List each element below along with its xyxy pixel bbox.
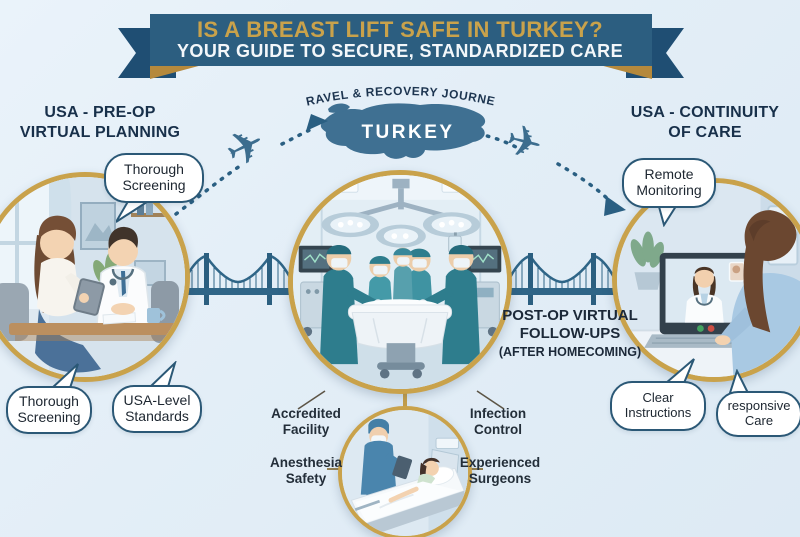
label-anesthesia-safety: Anesthesia Safety <box>269 455 343 487</box>
recovery-circle <box>338 406 472 537</box>
banner-title: IS A BREAST LIFT SAFE IN TURKEY? <box>197 17 603 42</box>
ribbon-fold-left <box>150 64 206 79</box>
ribbon-band <box>150 14 652 66</box>
label-accredited-facility: Accredited Facility <box>271 406 341 438</box>
bubble-clear-instructions: Clear Instructions <box>610 381 706 431</box>
bridge-right-icon <box>500 253 624 305</box>
turkey-map-shape <box>320 103 486 159</box>
postop-line3: (AFTER HOMECOMING) <box>498 344 642 359</box>
right-heading-line1: USA - CONTINUITY <box>630 104 780 121</box>
banner-ribbon <box>118 14 684 79</box>
postop-followups-note: POST-OP VIRTUAL FOLLOW-UPS (AFTER HOMECO… <box>492 307 648 360</box>
surgery-circle <box>288 170 512 394</box>
bubble-remote-monitoring: Remote Monitoring <box>622 158 716 208</box>
turkey-label: TURKEY <box>361 122 454 143</box>
right-heading-line2: OF CARE <box>668 123 742 141</box>
bridge-left-icon <box>176 253 300 305</box>
airplane-return-icon: ✈ <box>500 115 548 171</box>
flight-arrow-return-icon <box>604 196 626 216</box>
airplane-outbound-icon: ✈ <box>216 115 274 179</box>
right-section-heading: USA - CONTINUITY OF CARE <box>610 103 800 142</box>
label-experienced-surgeons: Experienced Surgeons <box>459 455 541 487</box>
bubble-usa-level-standards: USA-Level Standards <box>112 385 202 433</box>
label-infection-control: Infection Control <box>469 406 527 438</box>
pre-op-consult-circle <box>0 172 190 382</box>
recovery-illustration <box>342 410 468 536</box>
postop-line1: POST-OP VIRTUAL <box>502 307 638 324</box>
surgery-illustration <box>293 175 507 389</box>
turkey-map: TURKEY <box>320 103 486 159</box>
bubble-thorough-screening-top: Thorough Screening <box>104 153 204 203</box>
left-heading-line1: USA - PRE-OP <box>44 104 156 121</box>
turkey-thrace-shape <box>328 103 350 113</box>
bubble-thorough-screening-bottom: Thorough Screening <box>6 386 92 434</box>
ribbon-fold-right <box>596 64 652 79</box>
consultation-illustration <box>0 177 185 377</box>
banner-subtitle: YOUR GUIDE TO SECURE, STANDARDIZED CARE <box>177 41 623 61</box>
postop-line2: FOLLOW-UPS <box>519 325 621 343</box>
bubble-responsive-care: responsive Care <box>716 391 800 437</box>
flight-arrow-arrival-icon <box>306 114 328 131</box>
left-heading-line2: VIRTUAL PLANNING <box>19 123 181 141</box>
left-section-heading: USA - PRE-OP VIRTUAL PLANNING <box>5 103 195 142</box>
